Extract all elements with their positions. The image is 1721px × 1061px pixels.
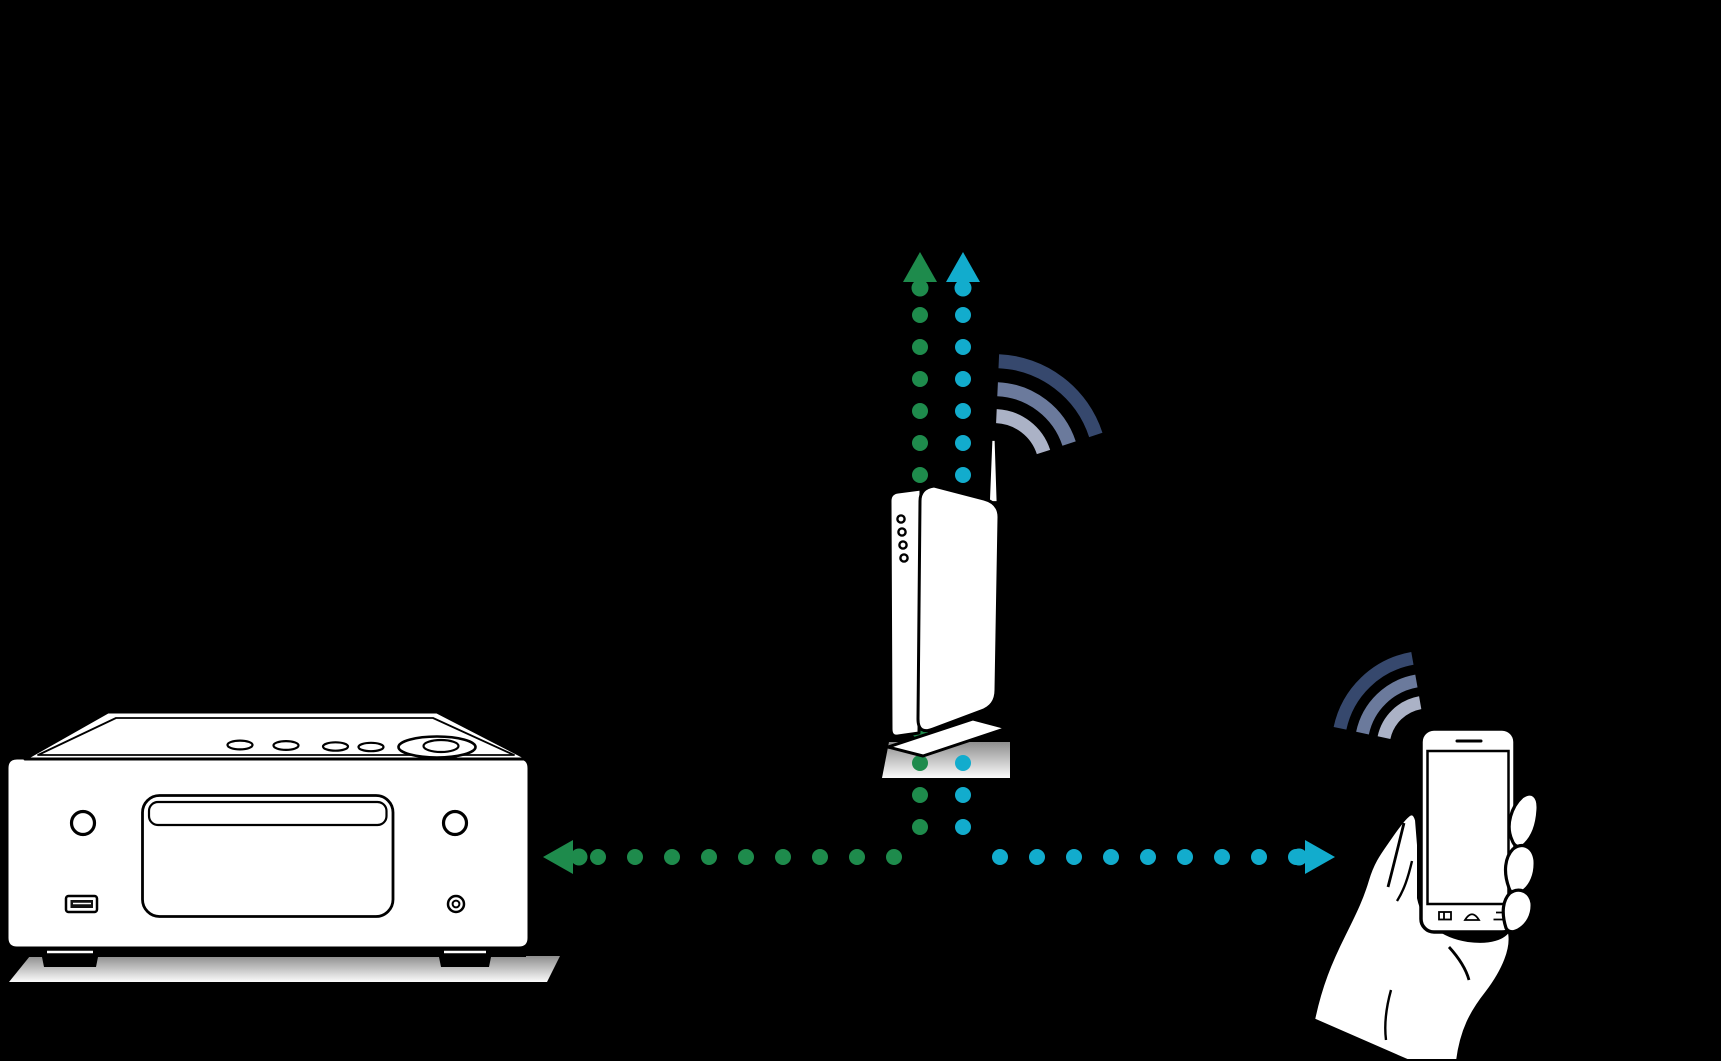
router-led-3 [898, 540, 908, 550]
wifi-arc-inner [995, 409, 1051, 455]
router-side-face [888, 487, 923, 738]
router-antenna [988, 439, 999, 503]
router-led-2 [897, 527, 907, 537]
receiver-top-button-3 [321, 741, 350, 752]
hand-silhouette [1311, 811, 1513, 1061]
wifi-arc-outer [998, 354, 1103, 438]
hand-fingertip-3 [1501, 888, 1534, 934]
receiver-left-knob [69, 809, 97, 837]
receiver-right-knob [441, 809, 469, 837]
receiver-foot-right [437, 947, 493, 967]
wifi-signal-icon-smartphone [1333, 651, 1422, 740]
receiver-top-face-inner-line [37, 717, 515, 756]
smartphone-in-hand-icon: smartphone-in-hand-icon [1311, 727, 1540, 1061]
smartphone-screen [1426, 749, 1510, 906]
router-led-4 [899, 553, 909, 563]
wifi-arc-middle [1356, 674, 1418, 735]
hand-wrist-crease [1384, 989, 1393, 1041]
nav-home-icon [1463, 913, 1481, 921]
receiver-disc-slot [147, 800, 388, 827]
arrow-right-cyan [992, 840, 1335, 874]
hand-finger-crease-2 [1395, 860, 1414, 902]
wifi-arc-middle [997, 382, 1076, 446]
receiver-volume-dial-center [422, 738, 460, 754]
wifi-arc-inner [1377, 696, 1422, 740]
arrow-left-green [543, 840, 902, 874]
receiver-top-button-4 [357, 741, 385, 753]
receiver-foot-left [40, 947, 100, 967]
receiver-underside-shadow [10, 947, 526, 957]
receiver-shadow-base [9, 956, 560, 982]
phones-jack-hole [451, 899, 461, 909]
wireless-router-icon: wireless-router-icon [886, 439, 1009, 758]
router-front-face [916, 484, 1001, 733]
receiver-top-button-1 [226, 739, 254, 751]
hand-palm-crease [1447, 946, 1471, 981]
router-led-1 [896, 514, 906, 524]
wifi-arc-outer [1333, 651, 1414, 730]
router-stand [886, 717, 1009, 758]
receiver-top-button-2 [272, 739, 300, 751]
nav-recent-icon [1438, 911, 1452, 921]
stereo-receiver-icon: stereo-receiver-icon [5, 710, 560, 982]
hand-finger-crease [1386, 822, 1406, 888]
wifi-signal-icon-router [995, 354, 1103, 455]
